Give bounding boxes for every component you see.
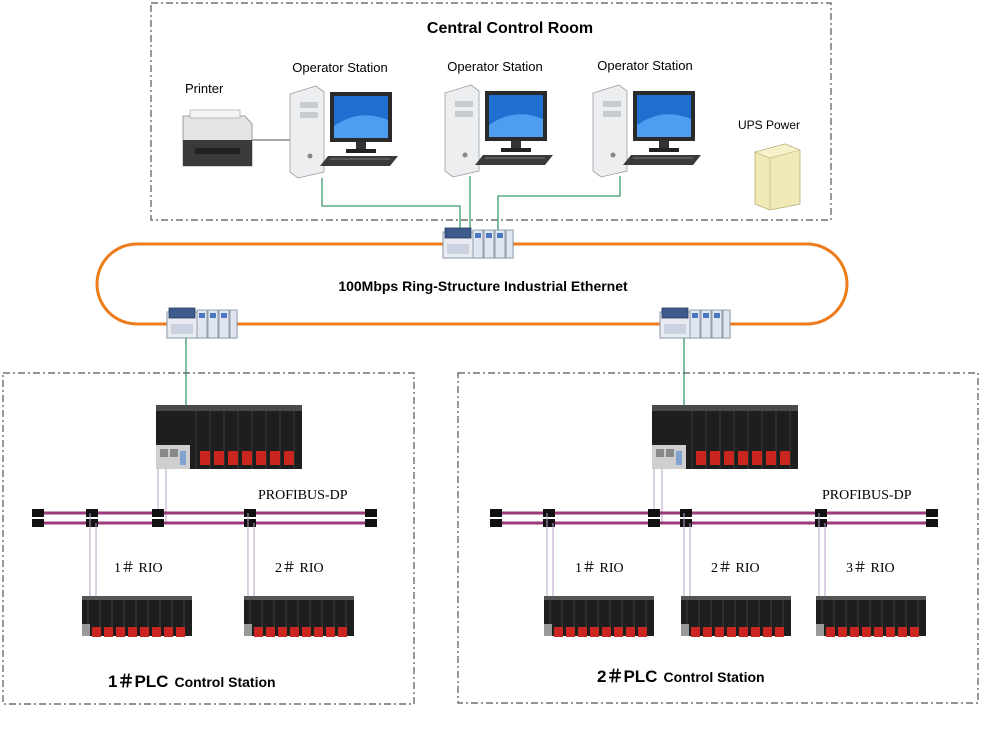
ups-icon (754, 143, 801, 211)
central-room-border (150, 2, 832, 221)
station2-bus-label: PROFIBUS-DP (822, 488, 912, 503)
station2-rio1-label: 1＃ RIO (575, 561, 624, 576)
station2-switch-icon (659, 307, 731, 339)
station1-rio2-label: 2＃ RIO (275, 561, 324, 576)
station2-rio3-label: 3＃ RIO (846, 561, 895, 576)
printer-icon (182, 109, 253, 167)
station1-rio1-label: 1＃ RIO (114, 561, 163, 576)
station2-rio2-label: 2＃ RIO (711, 561, 760, 576)
station-ethernet-links (321, 176, 621, 232)
station1-switch-icon (166, 307, 238, 339)
station1-border (2, 372, 415, 705)
ring-ethernet: 100Mbps Ring-Structure Industrial Ethern… (95, 227, 849, 405)
station1-title: 1＃PLC Control Station (108, 672, 276, 691)
station1-plc-icon (155, 404, 303, 470)
operator-station-2-pc-icon (444, 84, 554, 178)
station2-plc-icon (651, 404, 799, 470)
station1-title-suffix: Control Station (174, 674, 275, 690)
station2-rio2-icon (680, 595, 792, 638)
central-room-title: Central Control Room (427, 20, 593, 37)
operator-station-1-pc-icon (289, 85, 399, 179)
ups-label: UPS Power (738, 118, 800, 132)
station2-title-prefix: 2＃PLC (597, 667, 657, 686)
core-switch-icon (442, 227, 514, 259)
ring-label: 100Mbps Ring-Structure Industrial Ethern… (338, 278, 628, 294)
operator-station-3-pc-icon (592, 84, 702, 178)
station1-profibus-lines (32, 509, 377, 527)
operator-station-1-label: Operator Station (292, 60, 387, 75)
operator-station-3-label: Operator Station (597, 58, 692, 73)
printer-label: Printer (185, 81, 224, 96)
station1-rio1-icon (81, 595, 193, 638)
station1-rio2-icon (243, 595, 355, 638)
station2-title: 2＃PLC Control Station (597, 667, 765, 686)
operator-station-2-label: Operator Station (447, 59, 542, 74)
station1-bus-label: PROFIBUS-DP (258, 488, 348, 503)
central-control-room: Central Control Room Printer Operator St… (150, 2, 832, 232)
station2-title-suffix: Control Station (663, 669, 764, 685)
station2-profibus-lines (490, 509, 938, 527)
plc-station-1: PROFIBUS-DP 1＃ RIO 2＃ RIO 1＃PLC Control S… (2, 372, 415, 705)
station2-border (457, 372, 979, 704)
plc-station-2: PROFIBUS-DP 1＃ RIO 2＃ RIO 3＃ RIO 2＃PLC Co… (457, 372, 979, 704)
station2-rio1-icon (543, 595, 655, 638)
station2-rio3-icon (815, 595, 927, 638)
station1-title-prefix: 1＃PLC (108, 672, 168, 691)
